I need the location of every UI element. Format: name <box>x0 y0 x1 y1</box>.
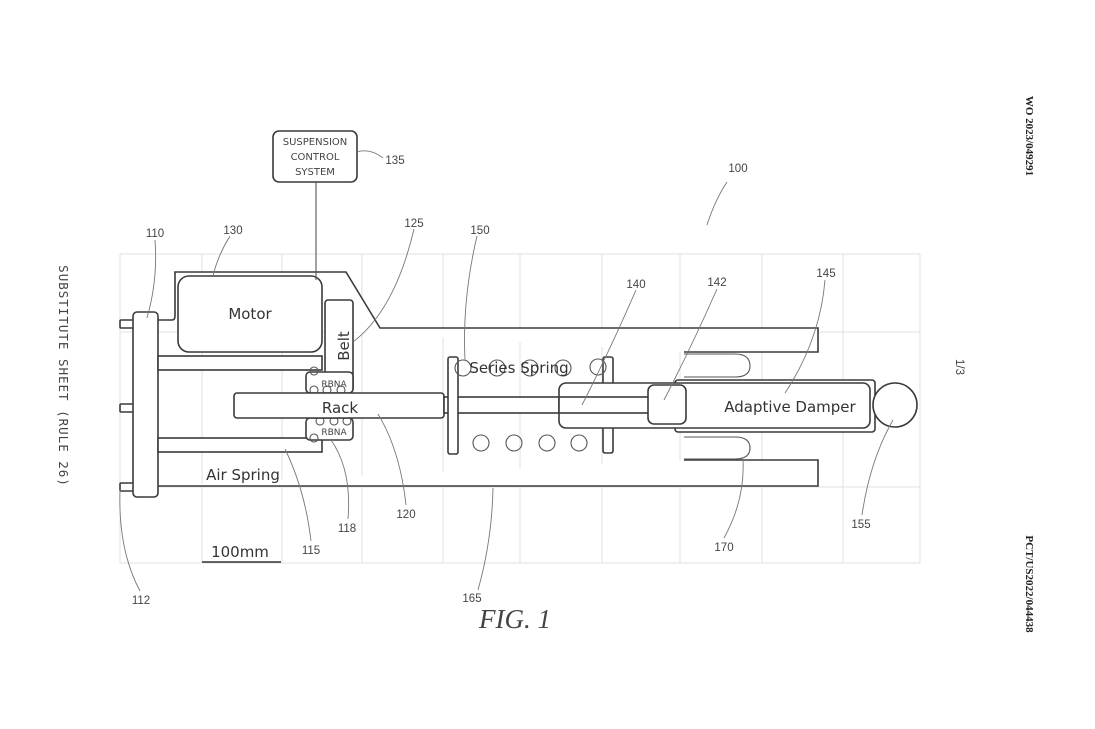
substitute-sheet-note: SUBSTITUTE SHEET (RULE 26) <box>56 265 71 487</box>
figure-caption: FIG. 1 <box>478 604 551 634</box>
ref-125: 125 <box>404 218 423 230</box>
ref-118: 118 <box>338 523 356 535</box>
ref-150: 150 <box>470 225 489 237</box>
ref-155: 155 <box>851 519 870 531</box>
ref-140: 140 <box>626 279 645 291</box>
sheath-upper <box>684 353 751 378</box>
control-box-line-3: SYSTEM <box>295 167 335 178</box>
ref-165: 165 <box>462 593 481 605</box>
air-spring-upper <box>157 355 323 371</box>
leader-lines <box>119 150 894 592</box>
ref-145: 145 <box>816 268 835 280</box>
wheel-mount-ball <box>872 382 918 428</box>
ref-130: 130 <box>223 225 242 237</box>
ref-110: 110 <box>146 228 164 240</box>
scale-label: 100mm <box>211 543 269 561</box>
spring-plate-left <box>447 356 459 455</box>
piston-head <box>647 384 687 425</box>
rbna-upper-label: RBNA <box>321 380 347 390</box>
motor-label: Motor <box>228 305 272 323</box>
ref-112: 112 <box>132 595 150 607</box>
reference-numerals: 135 100 110 130 125 150 140 142 145 155 … <box>132 155 871 607</box>
ref-100: 100 <box>728 163 747 175</box>
ref-115: 115 <box>302 545 320 557</box>
sheet-number: 1/3 <box>953 359 965 375</box>
ref-142: 142 <box>707 277 726 289</box>
control-box-line-2: CONTROL <box>291 152 340 163</box>
control-box-line-1: SUSPENSION <box>283 137 348 148</box>
publication-number: WO 2023/049291 <box>1023 96 1035 176</box>
ref-135: 135 <box>385 155 404 167</box>
application-number: PCT/US2022/044438 <box>1023 535 1035 633</box>
housing <box>158 271 819 487</box>
mount-frame <box>119 311 159 498</box>
rod-inner <box>558 396 651 414</box>
air-spring-label: Air Spring <box>206 466 280 484</box>
motor <box>177 275 323 353</box>
rbna-lower-label: RBNA <box>321 428 347 438</box>
series-spring-coils <box>454 358 607 452</box>
ref-120: 120 <box>396 509 415 521</box>
series-spring-label: Series Spring <box>469 359 568 377</box>
belt-label: Belt <box>335 331 353 361</box>
air-spring-lower <box>157 437 323 453</box>
ref-170: 170 <box>714 542 733 554</box>
rack-label: Rack <box>322 399 359 417</box>
sheath-lower <box>684 436 751 460</box>
adaptive-damper-label: Adaptive Damper <box>724 398 856 416</box>
suspension-control-system-box <box>272 130 358 183</box>
